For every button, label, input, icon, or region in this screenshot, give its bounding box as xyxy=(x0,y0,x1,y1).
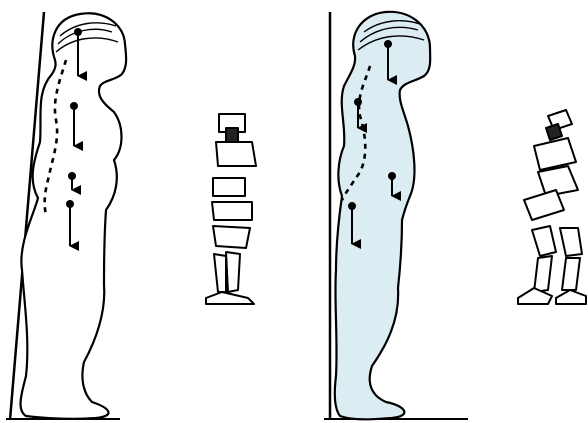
block-pelvis-tilted xyxy=(524,190,564,220)
plumb-point-hip xyxy=(67,201,73,207)
block-shin-front xyxy=(226,252,240,292)
block-chest-tilted xyxy=(534,138,576,170)
block-neck xyxy=(226,128,238,142)
misaligned-block-stack xyxy=(518,110,586,304)
block-pelvis xyxy=(212,202,252,220)
plumb-point-waist-right xyxy=(389,173,395,179)
block-belly-tilted xyxy=(538,166,578,196)
block-foot-back xyxy=(556,290,586,304)
block-thigh-front xyxy=(532,226,556,256)
plumb-point-head xyxy=(75,29,81,35)
block-shin-front-tilted xyxy=(534,256,552,292)
poor-posture-panel xyxy=(324,12,586,420)
child-figure-outline xyxy=(21,13,127,419)
plumb-point-chest-right xyxy=(355,99,361,105)
block-foot xyxy=(206,292,254,304)
block-shin-back-tilted xyxy=(562,258,580,290)
aligned-block-stack xyxy=(206,114,256,304)
block-neck-tilted xyxy=(546,124,562,140)
plumb-point-head-right xyxy=(385,41,391,47)
child-figure-outline-right xyxy=(335,12,430,419)
block-chest xyxy=(216,142,256,166)
block-belly xyxy=(213,178,245,196)
good-posture-panel xyxy=(6,12,256,420)
plumb-point-chest xyxy=(71,103,77,109)
block-thigh-back xyxy=(560,228,582,256)
plumb-point-waist xyxy=(69,173,75,179)
plumb-point-hip-right xyxy=(349,203,355,209)
block-thigh xyxy=(213,226,250,248)
block-shin-back xyxy=(214,254,226,292)
